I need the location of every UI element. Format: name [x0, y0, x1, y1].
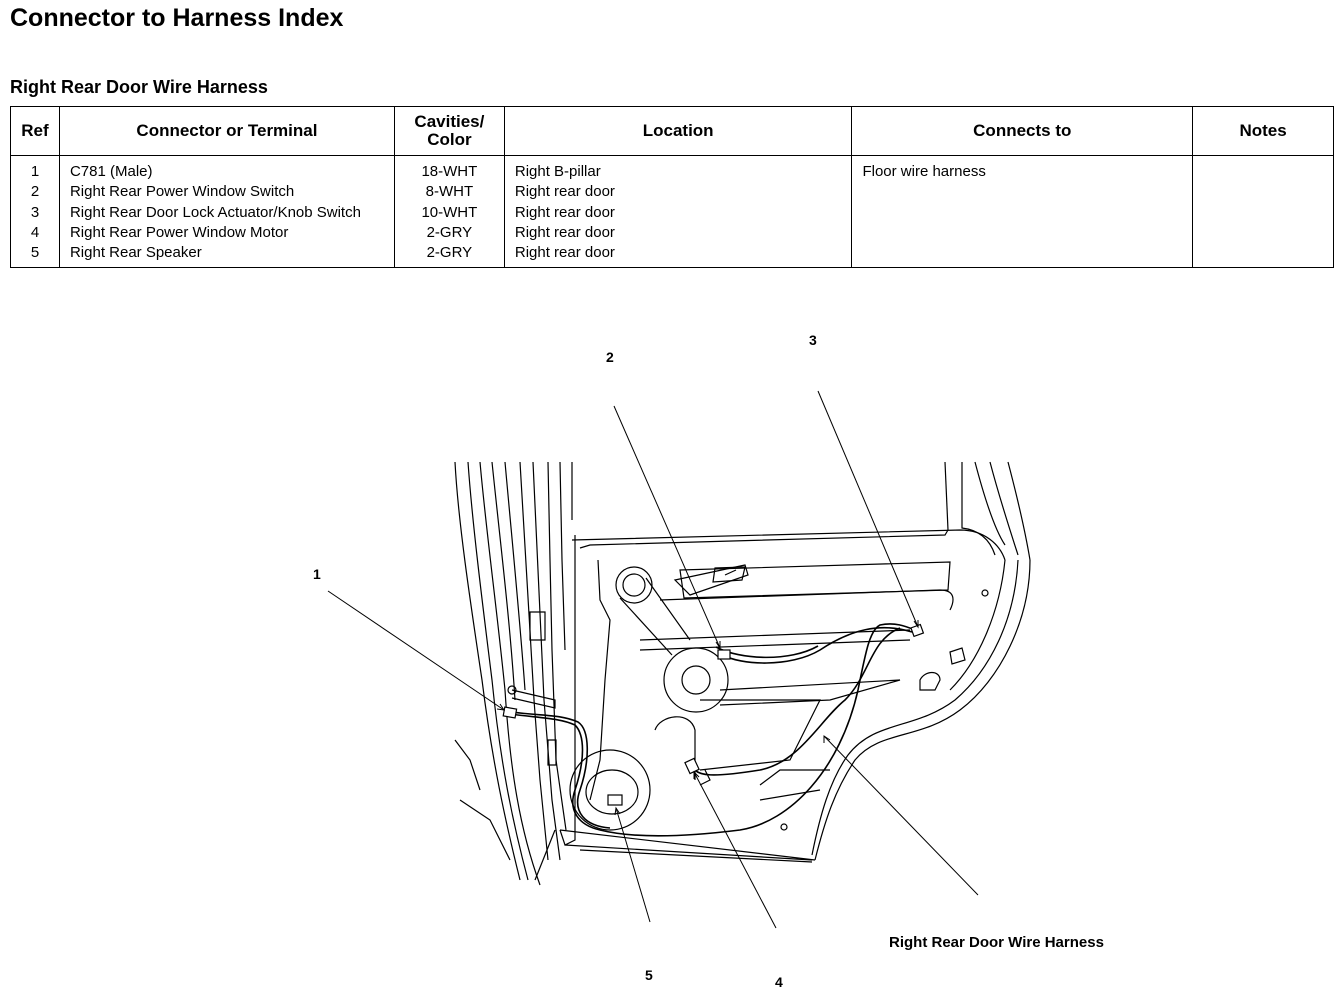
connects-to-cell: [862, 223, 1182, 243]
connector-cell: Right Rear Door Lock Actuator/Knob Switc…: [69, 203, 361, 221]
location-cell: Right rear door: [514, 183, 615, 201]
notes-cell: [1203, 162, 1323, 182]
ref-cell: 4: [30, 223, 40, 241]
callout-1: 1: [313, 566, 321, 582]
column-header-ref: Ref: [10, 106, 60, 156]
connects-to-column-cells: Floor wire harness: [851, 155, 1194, 269]
location-cell: Right rear door: [514, 244, 615, 262]
section-title: Right Rear Door Wire Harness: [10, 77, 268, 97]
column-header-cavities-line1: Cavities/: [414, 112, 485, 131]
column-header-cavities: Cavities/ Color: [393, 106, 505, 156]
page-title: Connector to Harness Index: [10, 4, 344, 32]
connects-to-cell: [862, 182, 1182, 202]
callout-5: 5: [645, 967, 653, 983]
callout-2: 2: [606, 349, 614, 365]
column-header-cavities-line2: Color: [427, 130, 472, 149]
location-cell: Right rear door: [514, 203, 615, 221]
location-cell: Right B-pillar: [514, 163, 601, 180]
cavities-cell: 8-WHT: [425, 183, 474, 201]
cavities-cell: 2-GRY: [426, 244, 473, 262]
armrest-and-window-regulator: [615, 566, 729, 713]
connector-cell: Right Rear Speaker: [69, 244, 202, 262]
location-cell: Right rear door: [514, 223, 615, 241]
speaker: [569, 749, 651, 831]
connector-cell: Right Rear Power Window Switch: [69, 183, 295, 201]
connector-cell: C781 (Male): [69, 163, 153, 180]
column-header-connector: Connector or Terminal: [58, 106, 395, 156]
connects-to-cell: Floor wire harness: [862, 163, 986, 180]
column-header-notes: Notes: [1192, 106, 1334, 156]
cavities-cell: 18-WHT: [421, 163, 478, 180]
table-header-row: Ref Connector or Terminal Cavities/ Colo…: [10, 106, 1334, 156]
column-header-connects-to: Connects to: [851, 106, 1194, 156]
ref-cell: 2: [30, 183, 40, 201]
location-column-cells: Right B-pillar Right rear door Right rea…: [503, 155, 853, 269]
connectors: [502, 623, 925, 806]
b-pillar-outline: [454, 461, 573, 886]
cavities-column-cells: 18-WHT 8-WHT 10-WHT 2-GRY 2-GRY: [393, 155, 505, 269]
callout-4: 4: [775, 974, 783, 990]
callout-3: 3: [809, 332, 817, 348]
door-harness-diagram: [327, 390, 1031, 929]
door-trim-features: [507, 559, 989, 831]
cavities-cell: 10-WHT: [421, 203, 478, 221]
table-body-row: 1 2 3 4 5 C781 (Male) Right Rear Power W…: [10, 155, 1334, 269]
ref-cell: 1: [30, 163, 40, 180]
cavities-cell: 2-GRY: [426, 223, 473, 241]
diagram-caption: Right Rear Door Wire Harness: [889, 934, 1104, 951]
notes-column-cells: [1192, 155, 1334, 269]
door-panel-outline: [534, 461, 1031, 881]
connects-to-cell: [862, 243, 1182, 263]
connector-cell: Right Rear Power Window Motor: [69, 223, 289, 241]
column-header-location: Location: [503, 106, 853, 156]
connects-to-cell: [862, 203, 1182, 223]
connector-column-cells: C781 (Male) Right Rear Power Window Swit…: [58, 155, 395, 269]
ref-cell: 3: [30, 203, 40, 221]
ref-cell: 5: [30, 244, 40, 262]
leader-lines: [327, 390, 979, 929]
connector-index-table: Ref Connector or Terminal Cavities/ Colo…: [10, 106, 1334, 269]
ref-column-cells: 1 2 3 4 5: [10, 155, 60, 269]
wire-harness: [509, 623, 916, 837]
